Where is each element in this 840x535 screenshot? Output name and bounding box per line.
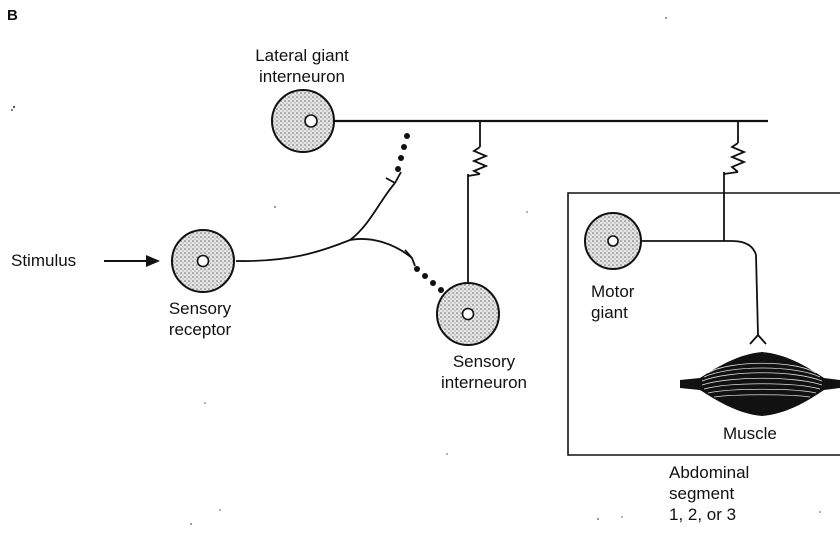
segment-label-line2: segment [669,483,749,504]
motor-giant-label-line2: giant [591,302,634,323]
sensory-interneuron-label-line1: Sensory [415,351,553,372]
panel-letter: B [7,7,18,24]
electrical-synapse-sensory [468,121,486,282]
chemical-synapse-dots [395,133,444,293]
sensory-interneuron-cell [437,283,499,345]
stimulus-arrow [104,255,160,267]
segment-label-line3: 1, 2, or 3 [669,504,749,525]
segment-label-line1: Abdominal [669,462,749,483]
sensory-receptor-axon [236,172,415,266]
lateral-giant-label: Lateral giant interneuron [232,45,372,87]
motor-giant-axon [642,241,766,344]
lateral-giant-label-line1: Lateral giant [232,45,372,66]
motor-giant-label-line1: Motor [591,281,634,302]
lateral-giant-cell [272,90,334,152]
lateral-giant-label-line2: interneuron [232,66,372,87]
muscle [680,352,840,416]
sensory-receptor-label-line2: receptor [145,319,255,340]
sensory-receptor-label: Sensory receptor [145,298,255,340]
sensory-receptor-label-line1: Sensory [145,298,255,319]
sensory-receptor-cell [172,230,234,292]
muscle-label: Muscle [723,423,777,444]
segment-label: Abdominal segment 1, 2, or 3 [669,462,749,525]
electrical-synapse-motor [724,121,744,241]
sensory-interneuron-label-line2: interneuron [415,372,553,393]
sensory-interneuron-label: Sensory interneuron [415,351,553,393]
stimulus-label: Stimulus [11,250,76,271]
motor-giant-cell [585,213,641,269]
motor-giant-label: Motor giant [591,281,634,323]
